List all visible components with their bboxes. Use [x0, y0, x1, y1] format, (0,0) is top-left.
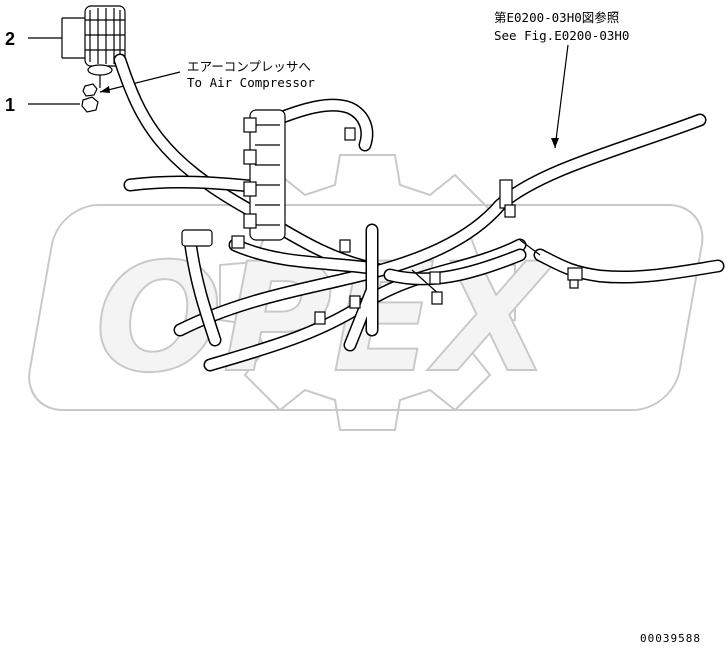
harness-lines: [113, 53, 725, 372]
harness-clamps: [181, 127, 583, 325]
see-fig-note-en: See Fig.E0200-03H0: [494, 28, 629, 43]
watermark-slab: [28, 204, 704, 411]
part-2-clamp-assembly: [84, 5, 126, 88]
air-compressor-note-en: To Air Compressor: [187, 75, 315, 90]
part-1-nut: [81, 83, 99, 113]
relay-stack: [243, 109, 286, 241]
see-fig-note-jp: 第E0200-03H0図参照: [494, 10, 619, 25]
callout-number-1: 1: [5, 95, 15, 115]
callout-number-2: 2: [5, 29, 15, 49]
air-compressor-note-jp: エアーコンプレッサへ: [187, 59, 311, 74]
callout-leaders: [28, 17, 569, 149]
drawing-code: 00039588: [640, 632, 701, 645]
